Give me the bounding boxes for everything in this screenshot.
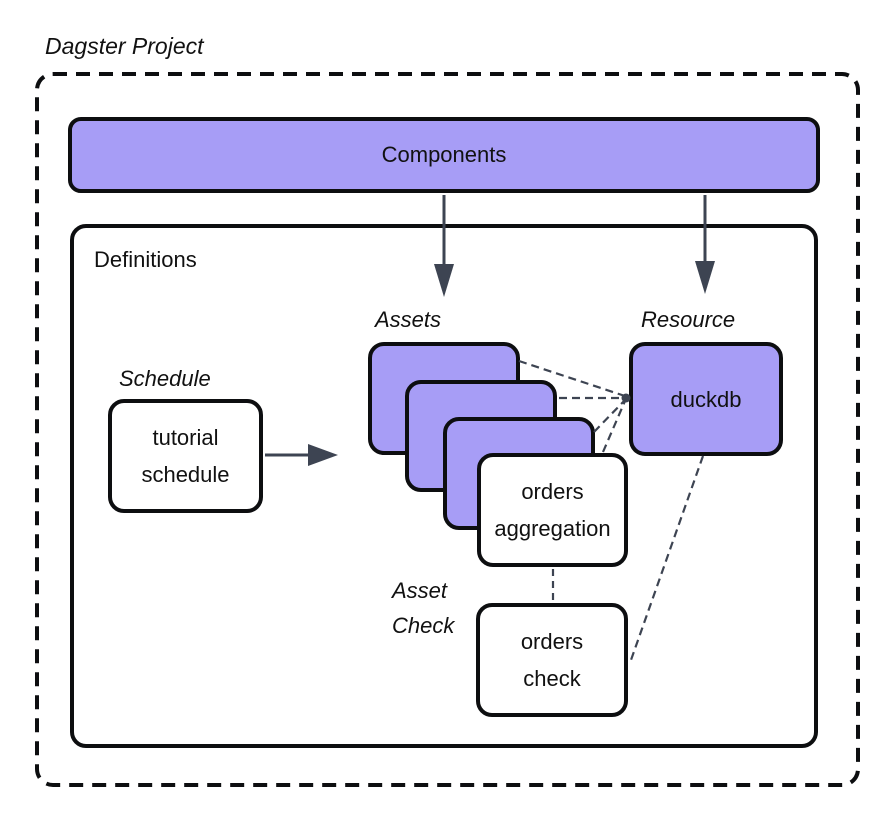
- node-duckdb: duckdb: [629, 342, 783, 456]
- orders-aggregation-line2: aggregation: [494, 516, 611, 541]
- orders-check-line2: check: [523, 666, 581, 691]
- schedule-label: Schedule: [119, 366, 211, 391]
- asset-check-label-line1: Asset: [392, 578, 448, 603]
- tutorial-schedule-line2: schedule: [141, 462, 230, 487]
- node-orders-check: orders check: [476, 603, 628, 717]
- components-bar: Components: [68, 117, 820, 193]
- resource-label: Resource: [641, 307, 736, 332]
- orders-aggregation-line1: orders: [521, 479, 584, 504]
- assets-label: Assets: [375, 307, 442, 332]
- page-title: Dagster Project: [45, 33, 204, 59]
- orders-check-line1: orders: [520, 629, 584, 654]
- definitions-label: Definitions: [94, 247, 197, 272]
- node-tutorial-schedule: tutorial schedule: [108, 399, 263, 513]
- asset-check-label-line2: Check: [392, 613, 455, 638]
- node-orders-aggregation: orders aggregation: [477, 453, 628, 567]
- asset-check-label: Asset Check: [392, 573, 454, 643]
- tutorial-schedule-line1: tutorial: [152, 425, 219, 450]
- components-label: Components: [381, 142, 507, 167]
- duckdb-label: duckdb: [670, 386, 742, 412]
